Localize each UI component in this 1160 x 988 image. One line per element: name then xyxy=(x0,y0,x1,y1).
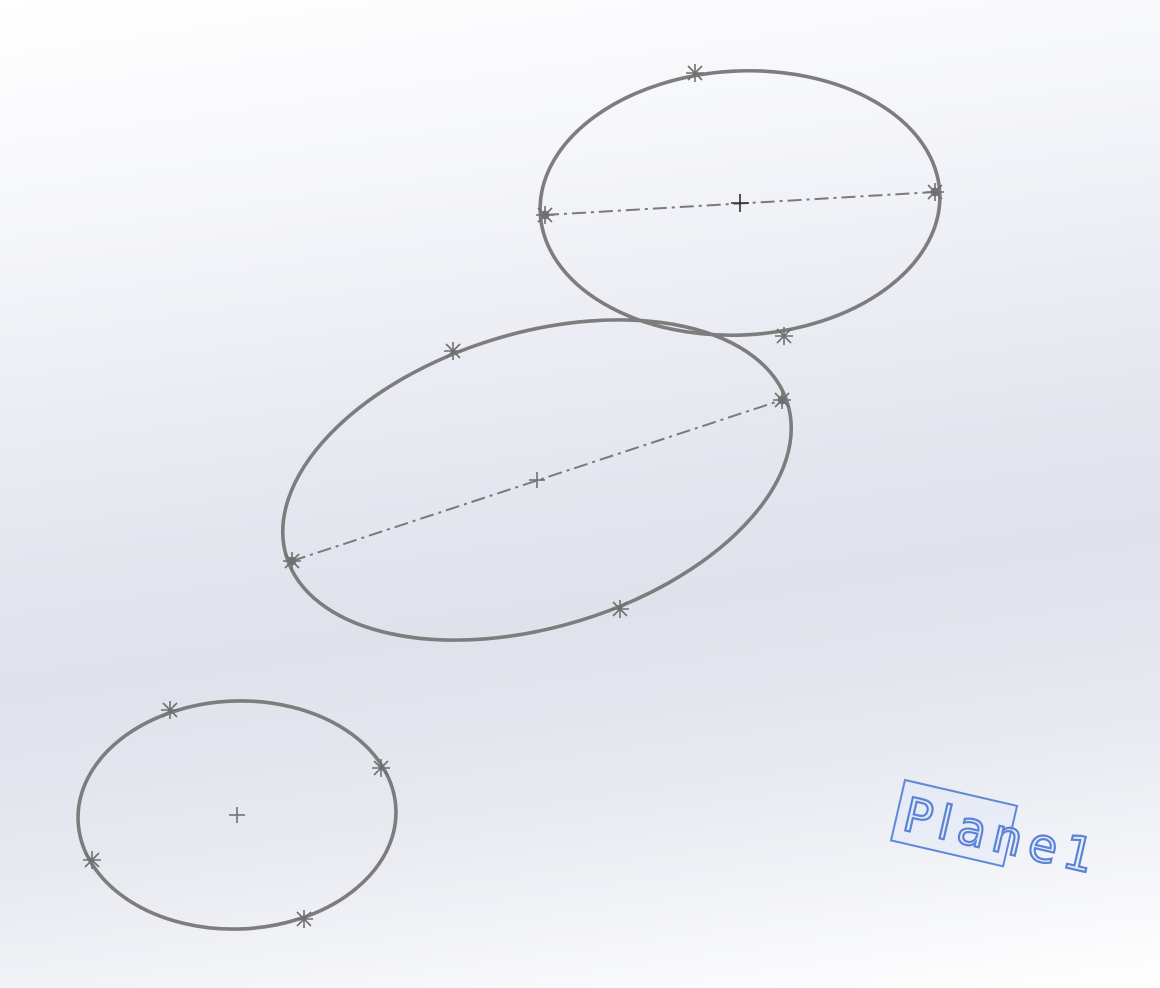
asterisk-point-icon[interactable] xyxy=(686,64,704,82)
ellipse-middle-center-icon[interactable] xyxy=(529,472,545,488)
plane-label-frame[interactable] xyxy=(889,778,1019,868)
asterisk-point-icon[interactable] xyxy=(611,600,629,618)
asterisk-point-icon[interactable] xyxy=(926,183,944,201)
asterisk-point-icon[interactable] xyxy=(295,910,313,928)
asterisk-point-icon[interactable] xyxy=(773,391,791,409)
ellipse-bottom-center-icon[interactable] xyxy=(229,807,245,823)
asterisk-point-icon[interactable] xyxy=(444,342,462,360)
ellipse-middle-major-axis[interactable] xyxy=(291,399,783,562)
ellipse-middle-curve[interactable] xyxy=(243,263,830,697)
asterisk-point-icon[interactable] xyxy=(372,759,390,777)
asterisk-point-icon[interactable] xyxy=(161,701,179,719)
asterisk-point-icon[interactable] xyxy=(536,206,554,224)
ellipse-bottom-curve[interactable] xyxy=(74,696,400,935)
asterisk-point-icon[interactable] xyxy=(283,552,301,570)
ellipse-top-center-icon[interactable] xyxy=(731,194,749,212)
ellipse-top[interactable] xyxy=(533,61,946,346)
asterisk-point-icon[interactable] xyxy=(83,851,101,869)
ellipse-middle[interactable] xyxy=(243,263,830,697)
plane-label[interactable]: Plane1 xyxy=(889,778,1107,887)
asterisk-point-icon[interactable] xyxy=(775,327,793,345)
ellipse-bottom[interactable] xyxy=(74,696,400,935)
